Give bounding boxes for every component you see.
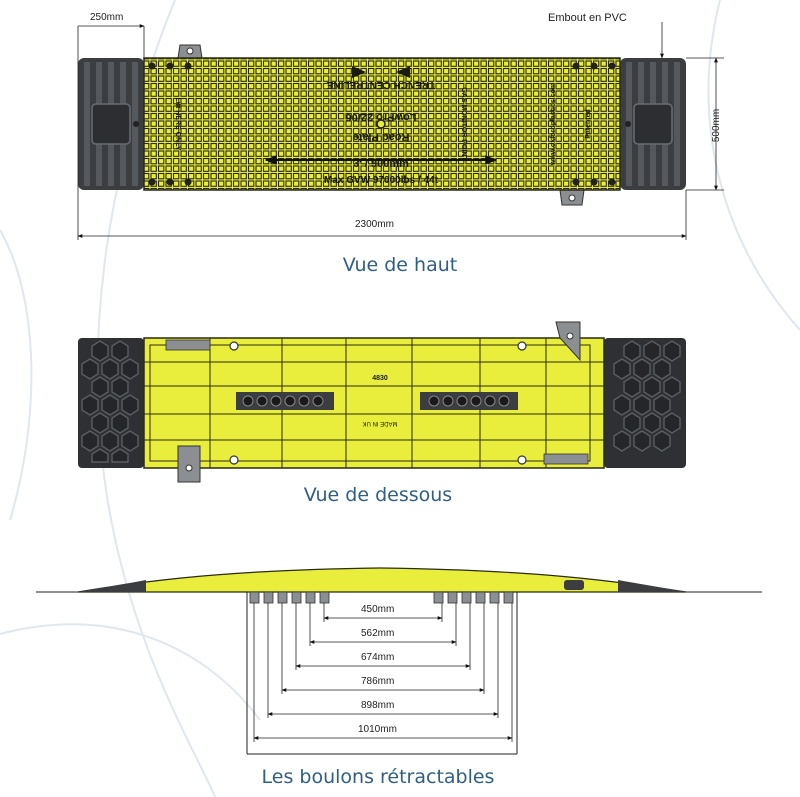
top-view: TRENCH CENTRELINE LowPro 22/06 Road Plat… bbox=[77, 22, 724, 240]
top-left-ramp bbox=[78, 58, 144, 190]
side-profile bbox=[77, 567, 687, 593]
trench-outline bbox=[246, 592, 518, 755]
dim-bolt-1010: 1010mm bbox=[358, 724, 397, 735]
top-road-plate: Road Plate bbox=[353, 131, 410, 143]
bottom-bolt-bar-left bbox=[236, 392, 334, 410]
bottom-lifting-eye-top bbox=[555, 321, 581, 362]
top-dimension-lines bbox=[77, 22, 724, 240]
bottom-plate-bolts bbox=[229, 341, 527, 465]
top-right-ramp bbox=[620, 58, 686, 190]
caption-top-view: Vue de haut bbox=[342, 254, 458, 276]
dim-ramp-width: 250mm bbox=[90, 12, 124, 23]
dim-bolt-450: 450mm bbox=[361, 604, 395, 615]
top-patented: Patented bbox=[585, 109, 592, 139]
bolts-view bbox=[36, 567, 762, 755]
top-max-gvw: Max GVW 97000lbs / 44t bbox=[324, 175, 439, 186]
bolt-dimension-lines bbox=[253, 603, 513, 742]
dim-bolt-562: 562mm bbox=[361, 628, 395, 639]
top-website: www.oxfordplastics.com bbox=[550, 83, 557, 166]
bottom-ribs bbox=[144, 338, 604, 468]
top-centreline-markers bbox=[352, 66, 410, 78]
top-model: LowPro 22/06 bbox=[346, 111, 417, 123]
bottom-code: 4830 bbox=[372, 375, 388, 382]
bottom-left-ramp bbox=[78, 338, 144, 468]
caption-bottom-view: Vue de dessous bbox=[303, 484, 453, 506]
side-bolts bbox=[249, 591, 514, 604]
dim-end-cap-label: Embout en PVC bbox=[548, 12, 627, 24]
caption-bolts-view: Les boulons rétractables bbox=[261, 766, 495, 788]
dim-height: 500mm bbox=[711, 108, 723, 143]
dim-bolt-674: 674mm bbox=[361, 652, 395, 663]
top-trench-centreline: TRENCH CENTRELINE bbox=[327, 79, 436, 90]
top-gas-monitor: GAS MONITOR POINT bbox=[460, 87, 467, 161]
bottom-bolt-bar-right bbox=[420, 392, 518, 410]
bottom-view: 4830 MADE IN UK bbox=[78, 321, 686, 483]
dim-length: 2300mm bbox=[355, 219, 394, 230]
side-ramp-left bbox=[78, 580, 146, 592]
dim-bolt-786: 786mm bbox=[361, 676, 395, 687]
bottom-plate bbox=[143, 337, 605, 469]
bottom-lifting-eye-bottom bbox=[177, 445, 201, 483]
side-ramp-right bbox=[618, 580, 686, 592]
bottom-made-in: MADE IN UK bbox=[362, 420, 397, 426]
dim-bolt-898: 898mm bbox=[361, 700, 395, 711]
top-plate-bolts bbox=[133, 62, 631, 186]
bottom-right-ramp bbox=[604, 338, 686, 468]
top-lift-here: Lift HERE ONLY bbox=[174, 97, 181, 150]
